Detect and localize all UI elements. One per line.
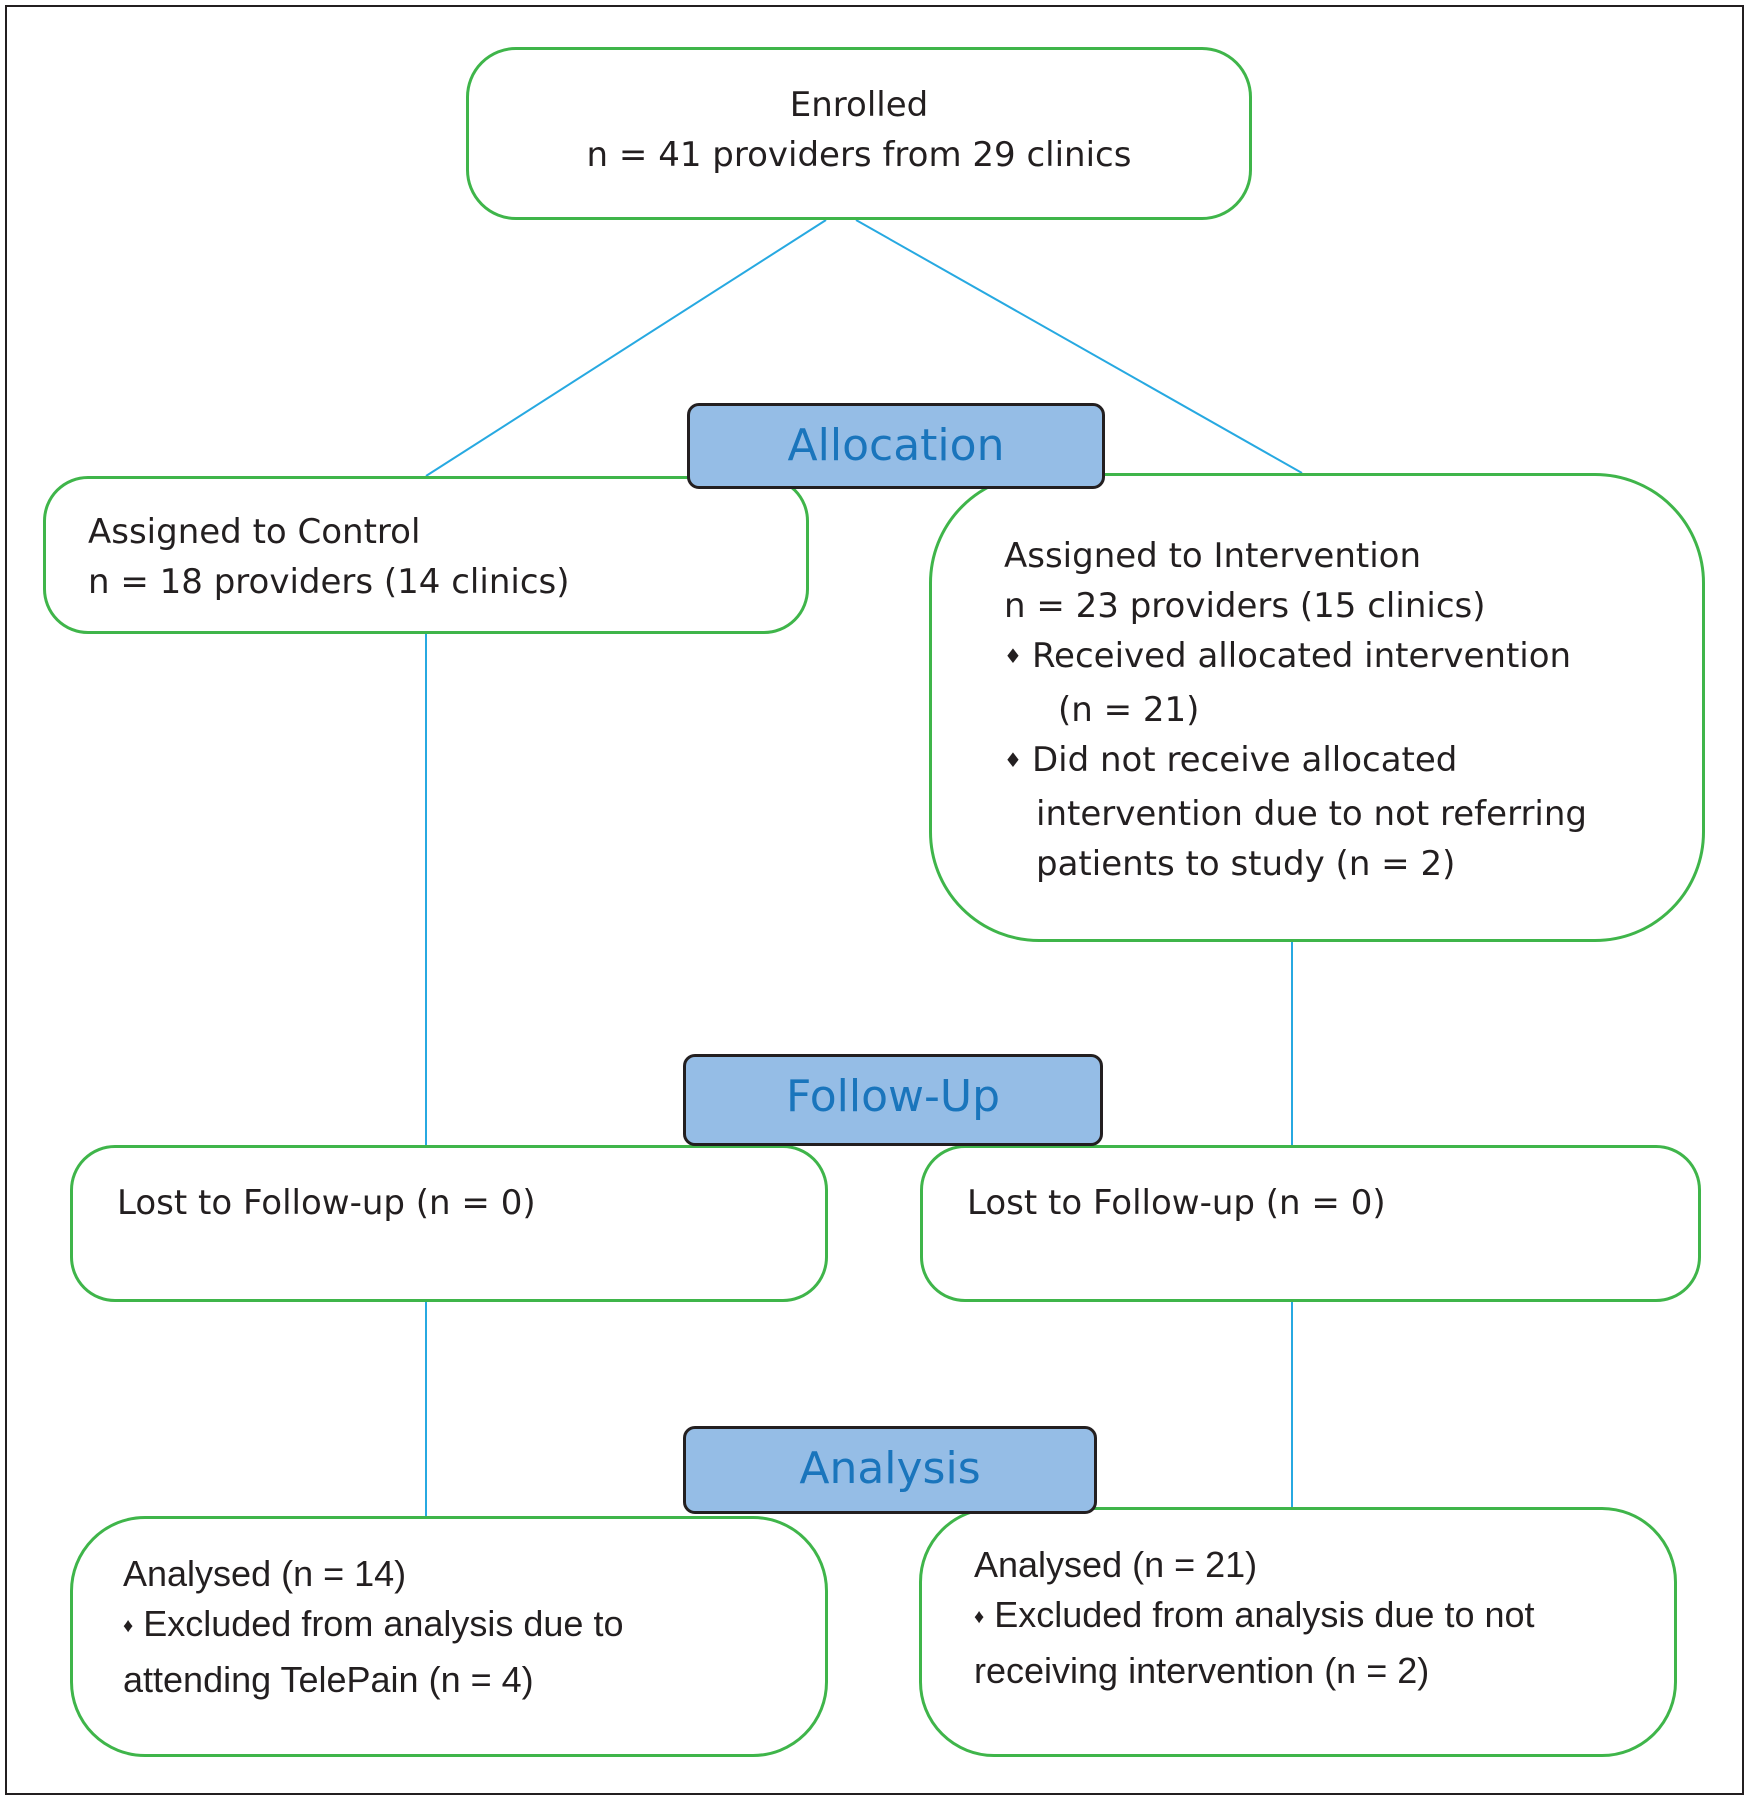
intervention-received-count: (n = 21) <box>1058 690 1200 730</box>
analysis-right-excluded-line2: receiving intervention (n = 2) <box>974 1650 1430 1691</box>
connector-enrolled-intervention <box>855 219 1303 474</box>
control-count: n = 18 providers (14 clinics) <box>88 562 570 602</box>
enrolled-count: n = 41 providers from 29 clinics <box>586 135 1132 175</box>
bullet-icon: ♦ <box>974 1606 985 1628</box>
bullet-icon: ♦ <box>1004 748 1022 772</box>
intervention-count: n = 23 providers (15 clinics) <box>1004 586 1486 626</box>
analysis-left-excluded: ♦Excluded from analysis due to <box>123 1603 624 1644</box>
analysis-right-excluded: ♦Excluded from analysis due to not <box>974 1594 1535 1635</box>
followup-right-text: Lost to Follow-up (n = 0) <box>967 1183 1386 1223</box>
analysis-left-box: Analysed (n = 14) ♦Excluded from analysi… <box>70 1516 828 1757</box>
diagram-frame <box>5 5 1744 1795</box>
connector-enrolled-control <box>425 219 827 477</box>
stage-allocation: Allocation <box>687 403 1105 489</box>
enrolled-box: Enrolled n = 41 providers from 29 clinic… <box>466 47 1252 220</box>
bullet-icon: ♦ <box>1004 644 1022 668</box>
analysis-left-count: Analysed (n = 14) <box>123 1553 407 1594</box>
followup-right-box: Lost to Follow-up (n = 0) <box>920 1145 1701 1302</box>
control-title: Assigned to Control <box>88 512 421 552</box>
intervention-not-received-line3: patients to study (n = 2) <box>1036 844 1456 884</box>
control-box: Assigned to Control n = 18 providers (14… <box>43 476 809 634</box>
intervention-title: Assigned to Intervention <box>1004 536 1422 576</box>
intervention-not-received-line2: intervention due to not referring <box>1036 794 1588 834</box>
intervention-box: Assigned to Intervention n = 23 provider… <box>929 473 1705 942</box>
followup-left-text: Lost to Follow-up (n = 0) <box>117 1183 536 1223</box>
bullet-icon: ♦ <box>123 1615 134 1637</box>
analysis-right-box: Analysed (n = 21) ♦Excluded from analysi… <box>919 1507 1677 1757</box>
analysis-right-count: Analysed (n = 21) <box>974 1544 1258 1585</box>
intervention-bullet-not-received: ♦Did not receive allocated <box>1004 740 1458 780</box>
enrolled-title: Enrolled <box>789 85 929 125</box>
intervention-bullet-received: ♦Received allocated intervention <box>1004 636 1572 676</box>
analysis-left-excluded-line2: attending TelePain (n = 4) <box>123 1659 534 1700</box>
followup-left-box: Lost to Follow-up (n = 0) <box>70 1145 828 1302</box>
stage-analysis: Analysis <box>683 1426 1097 1514</box>
stage-followup: Follow-Up <box>683 1054 1103 1146</box>
